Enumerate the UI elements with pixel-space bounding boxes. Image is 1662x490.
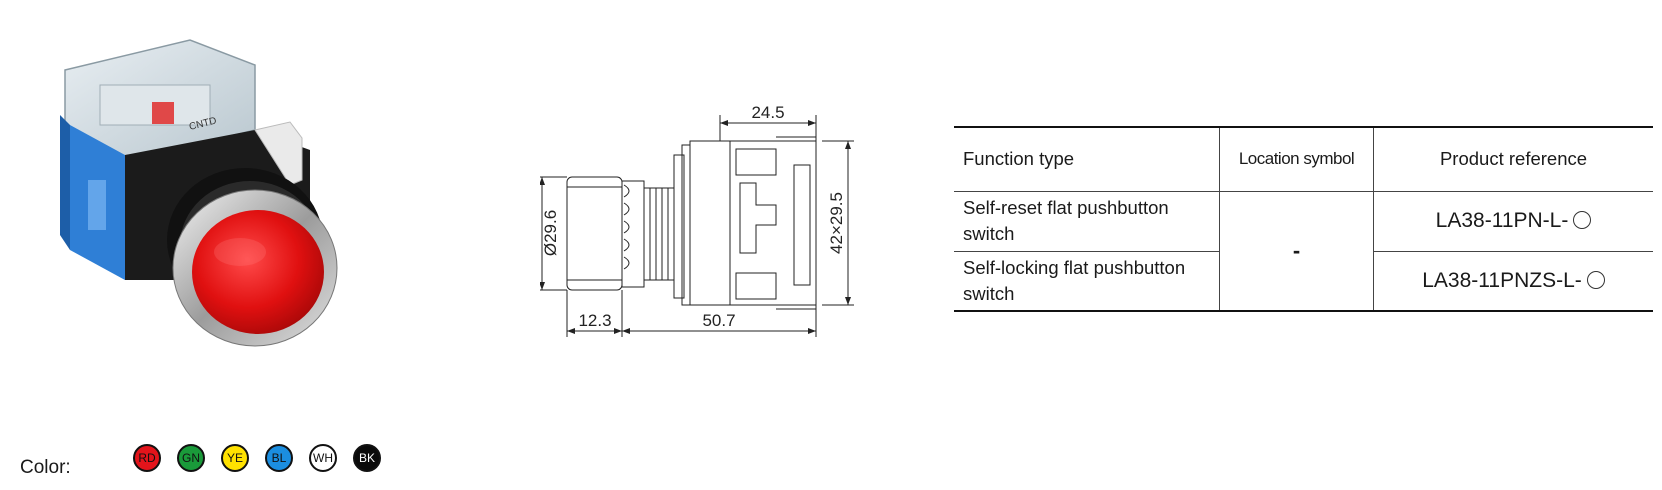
function-cell: Self-reset flat pushbutton switch [963,197,1169,244]
color-label: Color: [20,457,71,478]
dimension-drawing: 24.5 12.3 50.7 42×29.5 Ø29.6 [540,105,854,337]
color-swatch-ye: YE [221,444,249,472]
ring-symbol-icon [1573,211,1592,229]
dim-bottom-right: 50.7 [702,311,735,330]
ring-symbol-icon [1586,270,1605,289]
function-cell: Self-locking flat pushbutton switch [963,256,1186,304]
dim-height: 42×29.5 [827,192,846,254]
color-swatch-bk: BK [353,444,381,472]
reference-code: LA38-11PN-L- [1435,209,1569,232]
header-product-reference: Product reference [1373,127,1653,191]
color-swatch-wh: WH [309,444,337,472]
dim-top: 24.5 [751,105,784,122]
color-swatch-rd: RD [133,444,161,472]
dim-bottom-left: 12.3 [578,311,611,330]
product-photo: CNTD [60,39,338,347]
table-row: Self-reset flat pushbutton switch - LA38… [954,191,1653,311]
table-header-row: Function type Location symbol Product re… [954,127,1653,191]
spec-table: Function type Location symbol Product re… [954,126,1653,312]
reference-code: LA38-11PNZS-L- [1422,268,1582,292]
table-row: Self-locking flat pushbutton switch LA38… [954,251,1653,311]
header-location-symbol: Location symbol [1219,127,1374,191]
color-swatch-bl: BL [265,444,293,472]
header-function-type: Function type [963,148,1075,170]
location-symbol-cell: - [1219,191,1374,311]
reference-cell: LA38-11PNZS-L- [1373,251,1653,311]
color-swatch-gn: GN [177,444,205,472]
dim-diameter: Ø29.6 [541,210,560,256]
color-options: Color: RD GN YE BL WH BK [20,437,397,479]
color-swatches: RD GN YE BL WH BK [133,444,397,472]
reference-cell: LA38-11PN-L- [1373,191,1653,251]
